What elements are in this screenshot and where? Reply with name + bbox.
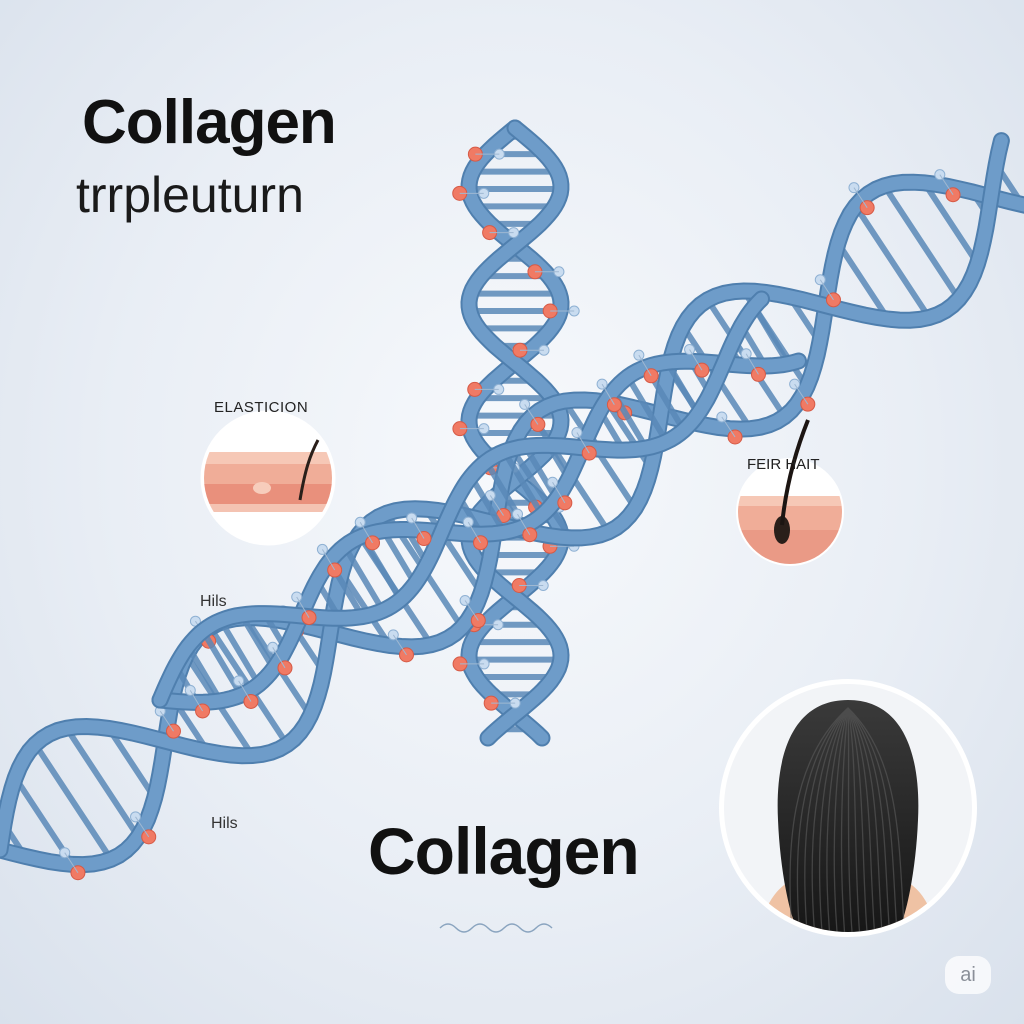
helix-rung [32,741,115,863]
title: Collagen [82,88,337,157]
molecule-bond [159,710,174,732]
hair-strand [796,707,849,932]
molecule-bond [272,647,286,669]
hair-portrait-inset [719,679,977,937]
hair-strand [847,707,906,932]
helix-strand [153,354,805,709]
helix-rung [341,543,386,614]
hils-label-top: Hils [200,593,227,610]
helix-rung [624,373,670,445]
hair-strand [847,707,883,932]
molecule-bond [321,549,336,571]
molecule-bond [392,634,407,656]
molecule-bond [745,353,759,375]
hair-strand [804,707,849,932]
hair-strand [847,707,898,932]
hair-strand [840,707,849,932]
helix-rung [105,725,158,801]
fiber-hair-label: FEIR HAIT [747,456,820,473]
hair-strand [811,707,849,932]
hair-follicle-inset [736,419,844,566]
molecule-bond [601,383,615,405]
elasticity-label: ELASTICION [214,399,309,416]
molecule-bond [411,517,425,539]
helix-rung [185,643,224,704]
ai-badge: ai [945,956,991,994]
squiggle-decoration [439,923,553,933]
helix-rung [508,445,574,541]
hair-strand [847,707,853,932]
helix-rung [751,303,792,367]
triple-helix [0,119,1024,881]
helix-rung [522,443,560,502]
molecule-bond [939,174,954,195]
skin-elasticity-inset [200,410,336,546]
helix-strand [462,121,568,745]
subtitle: trrpleuturn [76,167,304,223]
molecule-bond [524,404,539,425]
molecule-bond [238,680,252,702]
hair-strand [847,707,861,932]
helix-rung [217,617,262,688]
helix-rung [881,182,962,303]
molecule-bond [689,349,703,371]
hils-label-bottom: Hils [211,815,238,832]
helix-rung [834,240,892,323]
molecule-bond [819,279,834,301]
molecule-bond [189,690,203,712]
helix-rung [501,448,546,518]
molecule-bond [296,596,310,618]
molecule-bond [135,816,150,838]
molecule-bond [721,416,736,438]
helix-rung [380,527,418,587]
molecule-bond [552,481,566,504]
helix-3 [151,290,807,719]
molecule-bond [489,495,504,516]
molecule-bond [467,521,481,543]
hair-strand [826,707,849,932]
hair-strand [818,707,849,932]
helix-rung [238,611,277,672]
hair-strand [847,707,868,932]
hair-strand [847,707,876,932]
molecule-bond [638,354,652,377]
molecule-bond [517,513,531,535]
helix-rung [664,359,702,418]
molecule-bond [853,187,868,208]
helix-rung [468,473,508,536]
molecule-bond [464,600,479,621]
helix-rung [604,399,654,472]
helix-rung [852,203,933,321]
hair-strand [789,707,849,932]
hair-strand [847,707,891,932]
molecule-bond [576,432,590,454]
helix-strand [153,292,768,707]
helix-rung [921,179,981,267]
molecule-bond [359,521,373,544]
bottom-title: Collagen [368,814,640,888]
molecule-bond [794,383,809,405]
hair-strand [833,707,849,932]
helix-2 [0,132,1024,881]
helix-rung [63,725,142,840]
molecule-bond [64,852,79,874]
